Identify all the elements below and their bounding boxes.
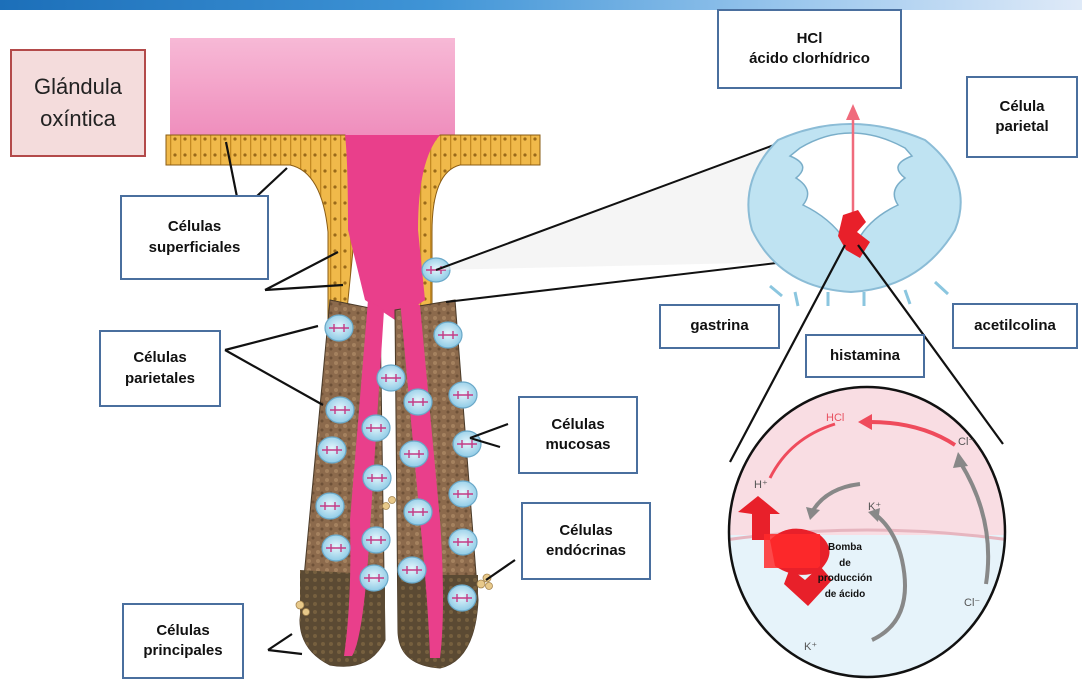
label-acetylcholine: acetilcolina [952,303,1078,349]
inset-cl-top: Cl⁻ [958,435,974,448]
pump-label: Bomba de producción de ácido [810,540,880,602]
inset-cl-bottom: Cl⁻ [964,596,980,609]
label-parietal-cells: Células parietales [99,330,221,407]
pump-inset [720,380,1020,680]
inset-k-plus-bottom: K⁺ [804,640,817,653]
label-parietal-cell: Célula parietal [966,76,1078,158]
diagram-title: Glándula oxíntica [10,49,146,157]
pump-label-line-3: producción [810,571,880,587]
gastric-lumen [170,38,455,142]
label-hcl-name: ácido clorhídrico [749,49,870,69]
parietal-cell-closeup [748,104,960,306]
label-gastrin: gastrina [659,304,780,349]
label-mucous-cells: Células mucosas [518,396,638,474]
label-endocrine-cells: Células endócrinas [521,502,651,580]
inset-k-plus-top: K⁺ [868,500,881,513]
label-histamine: histamina [805,334,925,378]
inset-h-plus: H⁺ [754,478,768,491]
label-hcl-formula: HCl [797,29,823,49]
label-surface-cells: Células superficiales [120,195,269,280]
pump-label-line-1: Bomba [810,540,880,556]
label-chief-cells: Células principales [122,603,244,679]
label-hcl: HCl ácido clorhídrico [717,9,902,89]
inset-hcl: HCl [826,412,844,424]
pump-label-line-2: de [810,556,880,572]
pump-label-line-4: de ácido [810,587,880,603]
